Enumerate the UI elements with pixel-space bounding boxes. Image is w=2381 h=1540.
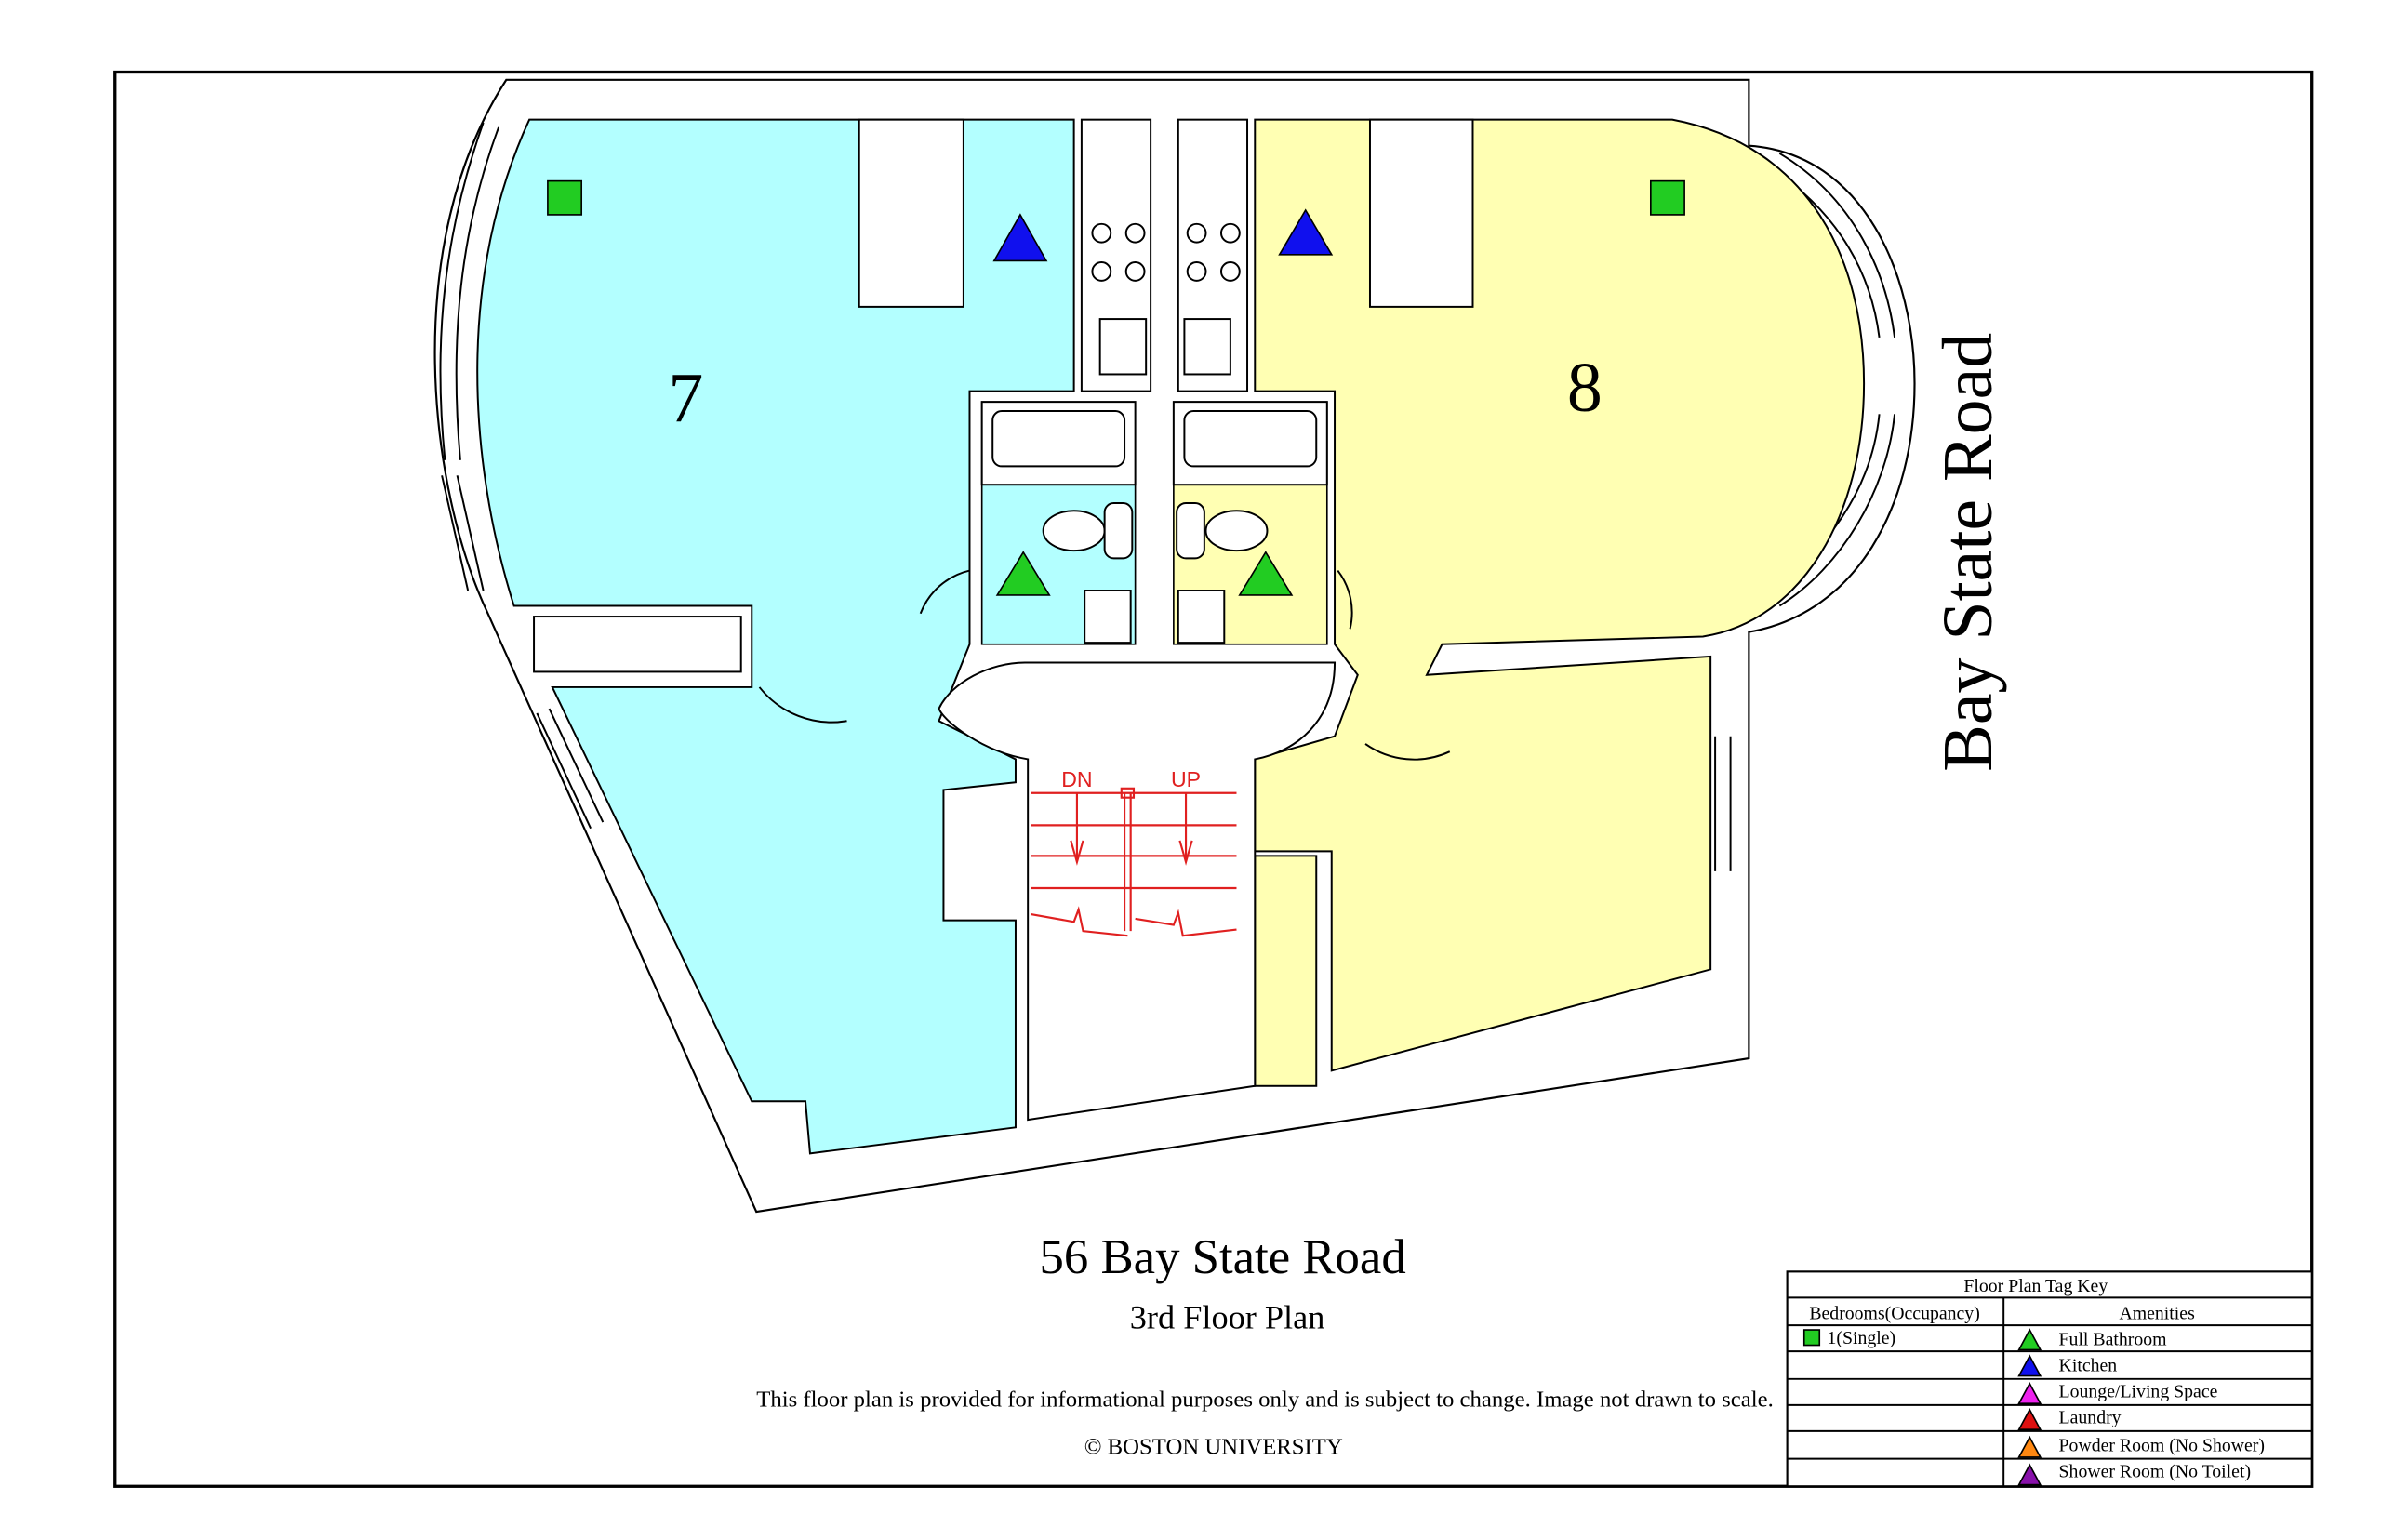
bedroom-label: 1(Single) xyxy=(1828,1328,1896,1348)
service-core xyxy=(919,118,1353,1122)
plan-subtitle: 3rd Floor Plan xyxy=(1130,1298,1325,1335)
plan-title: 56 Bay State Road xyxy=(1040,1230,1406,1284)
bedrooms-header: Bedrooms(Occupancy) xyxy=(1809,1303,1979,1323)
tag-key-legend: Floor Plan Tag Key Bedrooms(Occupancy) A… xyxy=(1786,1270,2313,1488)
kitchen-tag xyxy=(1278,208,1334,256)
copyright: © BOSTON UNIVERSITY xyxy=(1084,1435,1343,1460)
disclaimer: This floor plan is provided for informat… xyxy=(756,1387,1774,1413)
powder-room-icon xyxy=(2017,1435,2042,1458)
stairs-up-label: UP xyxy=(1171,767,1201,791)
legend-title: Floor Plan Tag Key xyxy=(1963,1276,2108,1296)
unit-8-area[interactable] xyxy=(1254,118,1866,1072)
unit-7-number: 7 xyxy=(668,360,703,438)
lounge-icon xyxy=(2017,1382,2042,1405)
single-bedroom-swatch xyxy=(1802,1329,1821,1347)
staircase: DN UP xyxy=(1031,767,1237,937)
amenity-label: Full Bathroom xyxy=(2059,1330,2168,1350)
amenity-label: Lounge/Living Space xyxy=(2059,1382,2218,1402)
stairs-down-label: DN xyxy=(1061,767,1092,791)
amenity-label: Kitchen xyxy=(2059,1356,2118,1376)
kitchen-tag xyxy=(992,213,1048,262)
amenity-label: Shower Room (No Toilet) xyxy=(2059,1461,2252,1481)
counter xyxy=(858,118,964,308)
shower-room-icon xyxy=(2017,1463,2042,1486)
full-bathroom-icon xyxy=(2017,1328,2042,1351)
full-bathroom-tag xyxy=(1238,551,1294,596)
counter xyxy=(1368,118,1474,308)
full-bathroom-tag xyxy=(995,551,1051,596)
closet xyxy=(533,616,742,673)
unit-8-number: 8 xyxy=(1567,349,1603,427)
unit-7-area[interactable] xyxy=(476,118,1075,1155)
street-label: Bay State Road xyxy=(1929,333,2007,772)
laundry-icon xyxy=(2017,1408,2042,1431)
amenity-label: Laundry xyxy=(2059,1408,2122,1428)
single-bedroom-tag xyxy=(1649,179,1685,216)
amenities-header: Amenities xyxy=(2119,1303,2194,1323)
single-bedroom-tag xyxy=(547,179,583,216)
amenity-label: Powder Room (No Shower) xyxy=(2059,1435,2265,1455)
kitchen-icon xyxy=(2017,1354,2042,1377)
unit-7[interactable]: 7 xyxy=(476,118,1075,1155)
